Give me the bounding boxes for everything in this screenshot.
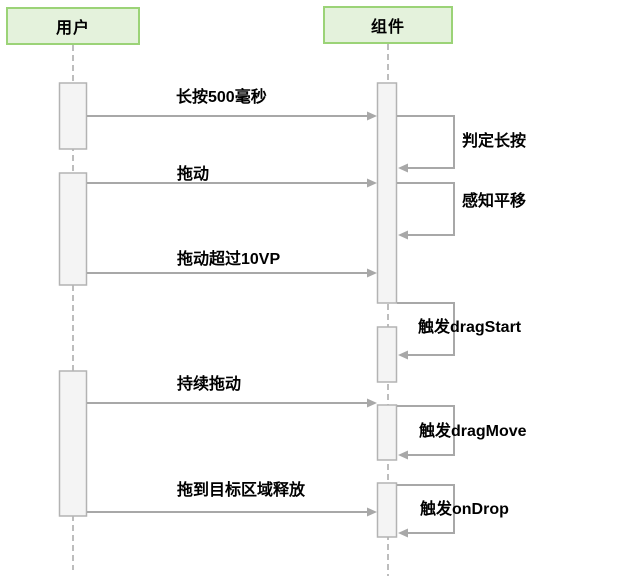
- message-label-dragstart: 触发dragStart: [418, 319, 522, 336]
- message-label-longpress: 长按500毫秒: [176, 89, 267, 106]
- message-arrow-drag-over-10vp: [87, 268, 377, 278]
- message-label-keep-dragging: 持续拖动: [177, 376, 242, 393]
- message-label-judge-longpress: 判定长按: [462, 133, 527, 150]
- arrowhead-icon: [367, 507, 377, 517]
- message-arrow-keep-dragging: [87, 398, 377, 408]
- message-label-dragmove: 触发dragMove: [419, 423, 527, 440]
- self-message-loop-dragstart: [397, 302, 455, 360]
- actor-label-user: 用户: [55, 20, 90, 37]
- arrowhead-icon: [398, 450, 408, 460]
- activation-bar-component-3: [376, 404, 398, 461]
- arrowhead-icon: [398, 230, 408, 240]
- arrowhead-icon: [367, 178, 377, 188]
- activation-bar-user-3: [58, 370, 88, 517]
- self-message-loop-judge-longpress: [397, 115, 455, 173]
- message-label-ondrop: 触发onDrop: [420, 501, 509, 518]
- self-message-loop-sense-pan: [397, 182, 455, 240]
- arrowhead-icon: [367, 268, 377, 278]
- activation-bar-component-2: [376, 326, 398, 383]
- arrowhead-icon: [367, 398, 377, 408]
- message-label-drag: 拖动: [177, 166, 210, 183]
- arrowhead-icon: [398, 528, 408, 538]
- actor-box-user: 用户: [6, 7, 140, 45]
- message-label-release-on-target: 拖到目标区域释放: [177, 482, 306, 499]
- message-arrow-longpress: [87, 111, 377, 121]
- message-arrow-drag: [87, 178, 377, 188]
- self-message-loop-dragmove: [397, 405, 455, 460]
- message-label-drag-over-10vp: 拖动超过10VP: [177, 251, 281, 268]
- actor-box-component: 组件: [323, 6, 453, 44]
- arrowhead-icon: [367, 111, 377, 121]
- message-label-sense-pan: 感知平移: [462, 193, 527, 210]
- actor-label-component: 组件: [370, 19, 405, 36]
- arrowhead-icon: [398, 350, 408, 360]
- self-message-loop-ondrop: [397, 484, 455, 538]
- message-arrow-release-on-target: [87, 507, 377, 517]
- activation-bar-user-2: [58, 172, 88, 286]
- activation-bar-component-4: [376, 482, 398, 538]
- arrowhead-icon: [398, 163, 408, 173]
- activation-bar-component-1: [376, 82, 398, 304]
- activation-bar-user-1: [58, 82, 88, 150]
